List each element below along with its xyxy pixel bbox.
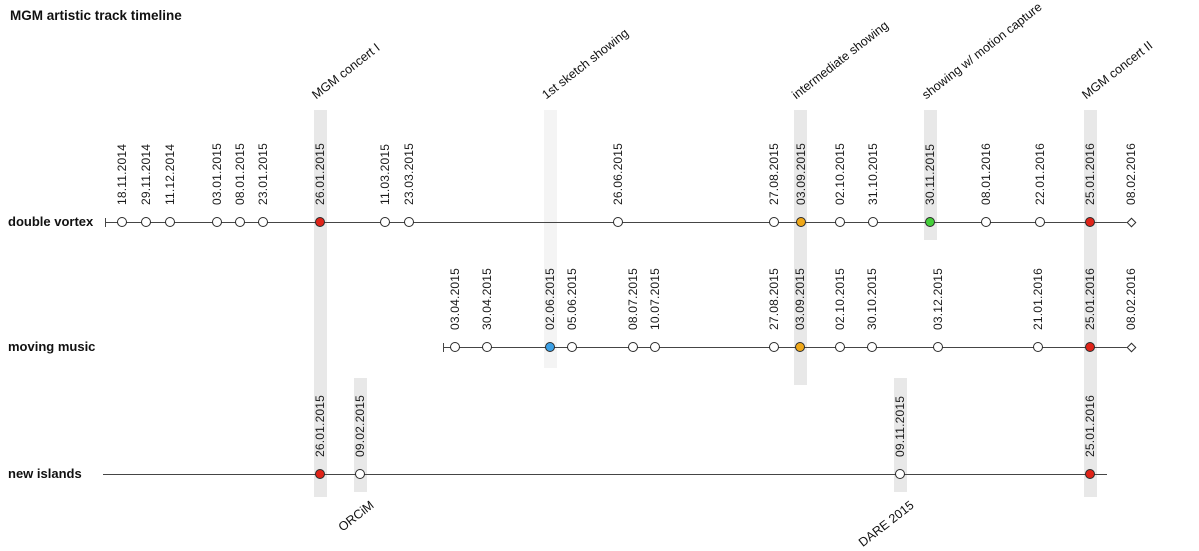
event-date-label: 30.10.2015 xyxy=(864,267,879,330)
event-marker xyxy=(627,341,638,352)
event-date-label: 27.08.2015 xyxy=(766,142,781,205)
event-date-label: 09.02.2015 xyxy=(352,394,367,457)
event-date-label: 22.01.2016 xyxy=(1032,142,1047,205)
event-marker xyxy=(566,341,577,352)
event-marker xyxy=(449,341,460,352)
event-date-label: 11.12.2014 xyxy=(162,143,177,205)
event-date-label: 03.12.2015 xyxy=(930,267,945,330)
event-marker xyxy=(1032,341,1043,352)
event-date-label: 25.01.2016 xyxy=(1082,267,1097,330)
track-label: double vortex xyxy=(8,214,94,229)
milestone-band xyxy=(893,378,907,492)
milestone-label: 1st sketch showing xyxy=(539,25,632,102)
event-marker xyxy=(116,216,127,227)
event-date-label: 08.01.2016 xyxy=(978,142,993,205)
event-date-label: 27.08.2015 xyxy=(766,267,781,330)
event-marker xyxy=(164,216,175,227)
event-marker xyxy=(894,468,905,479)
event-date-label: 02.10.2015 xyxy=(832,267,847,330)
event-marker xyxy=(867,216,878,227)
event-marker xyxy=(768,341,779,352)
event-marker xyxy=(932,341,943,352)
event-date-label: 30.04.2015 xyxy=(479,267,494,330)
milestone-band xyxy=(313,110,327,497)
event-marker-diamond xyxy=(1126,342,1136,352)
event-date-label: 05.06.2015 xyxy=(564,267,579,330)
event-date-label: 08.01.2015 xyxy=(232,142,247,205)
milestone-label: DARE 2015 xyxy=(855,498,917,550)
event-date-label: 11.03.2015 xyxy=(377,143,392,205)
event-marker xyxy=(612,216,623,227)
event-marker xyxy=(211,216,222,227)
track-line xyxy=(443,346,1131,348)
event-date-label: 25.01.2016 xyxy=(1082,394,1097,457)
event-marker xyxy=(834,216,845,227)
milestone-label: MGM concert I xyxy=(309,40,383,102)
event-marker xyxy=(140,216,151,227)
track-label: moving music xyxy=(8,339,96,354)
event-marker xyxy=(649,341,660,352)
chart-title: MGM artistic track timeline xyxy=(10,8,182,23)
event-marker xyxy=(1084,468,1095,479)
event-date-label: 03.04.2015 xyxy=(447,267,462,330)
track-start-tick xyxy=(443,342,444,352)
event-marker xyxy=(834,341,845,352)
event-marker xyxy=(980,216,991,227)
track-line xyxy=(103,473,1107,475)
event-date-label: 02.10.2015 xyxy=(832,142,847,205)
event-marker xyxy=(314,468,325,479)
track-label: new islands xyxy=(8,466,82,481)
event-date-label: 30.11.2015 xyxy=(922,143,937,205)
milestone-label: ORCiM xyxy=(335,498,377,535)
event-date-label: 02.06.2015 xyxy=(542,267,557,330)
event-marker-diamond xyxy=(1126,217,1136,227)
event-date-label: 31.10.2015 xyxy=(865,142,880,205)
event-marker xyxy=(379,216,390,227)
event-marker xyxy=(234,216,245,227)
event-date-label: 25.01.2016 xyxy=(1082,142,1097,205)
event-date-label: 23.03.2015 xyxy=(401,142,416,205)
milestone-label: MGM concert II xyxy=(1079,38,1156,102)
event-marker xyxy=(544,341,555,352)
event-marker xyxy=(924,216,935,227)
event-marker xyxy=(1084,341,1095,352)
event-marker xyxy=(314,216,325,227)
event-marker xyxy=(403,216,414,227)
event-date-label: 08.07.2015 xyxy=(625,267,640,330)
event-date-label: 21.01.2016 xyxy=(1030,267,1045,330)
event-marker xyxy=(795,216,806,227)
event-date-label: 03.09.2015 xyxy=(793,142,808,205)
event-date-label: 08.02.2016 xyxy=(1123,142,1138,205)
event-date-label: 26.01.2015 xyxy=(312,142,327,205)
event-marker xyxy=(866,341,877,352)
event-marker xyxy=(481,341,492,352)
event-date-label: 26.01.2015 xyxy=(312,394,327,457)
event-marker xyxy=(354,468,365,479)
event-date-label: 23.01.2015 xyxy=(255,142,270,205)
event-date-label: 26.06.2015 xyxy=(610,142,625,205)
event-marker xyxy=(794,341,805,352)
milestone-band xyxy=(1083,110,1097,497)
event-marker xyxy=(1034,216,1045,227)
milestone-label: showing w/ motion capture xyxy=(919,0,1045,102)
event-date-label: 29.11.2014 xyxy=(138,143,153,205)
event-marker xyxy=(768,216,779,227)
event-marker xyxy=(257,216,268,227)
event-date-label: 09.11.2015 xyxy=(892,395,907,457)
milestone-band xyxy=(543,110,557,368)
milestone-band xyxy=(923,110,937,240)
event-date-label: 03.09.2015 xyxy=(792,267,807,330)
event-date-label: 03.01.2015 xyxy=(209,142,224,205)
milestone-label: intermediate showing xyxy=(789,18,892,103)
event-date-label: 18.11.2014 xyxy=(114,143,129,205)
event-date-label: 10.07.2015 xyxy=(647,267,662,330)
milestone-band xyxy=(793,110,807,385)
milestone-band xyxy=(353,378,367,492)
event-date-label: 08.02.2016 xyxy=(1123,267,1138,330)
track-start-tick xyxy=(105,217,106,227)
event-marker xyxy=(1084,216,1095,227)
